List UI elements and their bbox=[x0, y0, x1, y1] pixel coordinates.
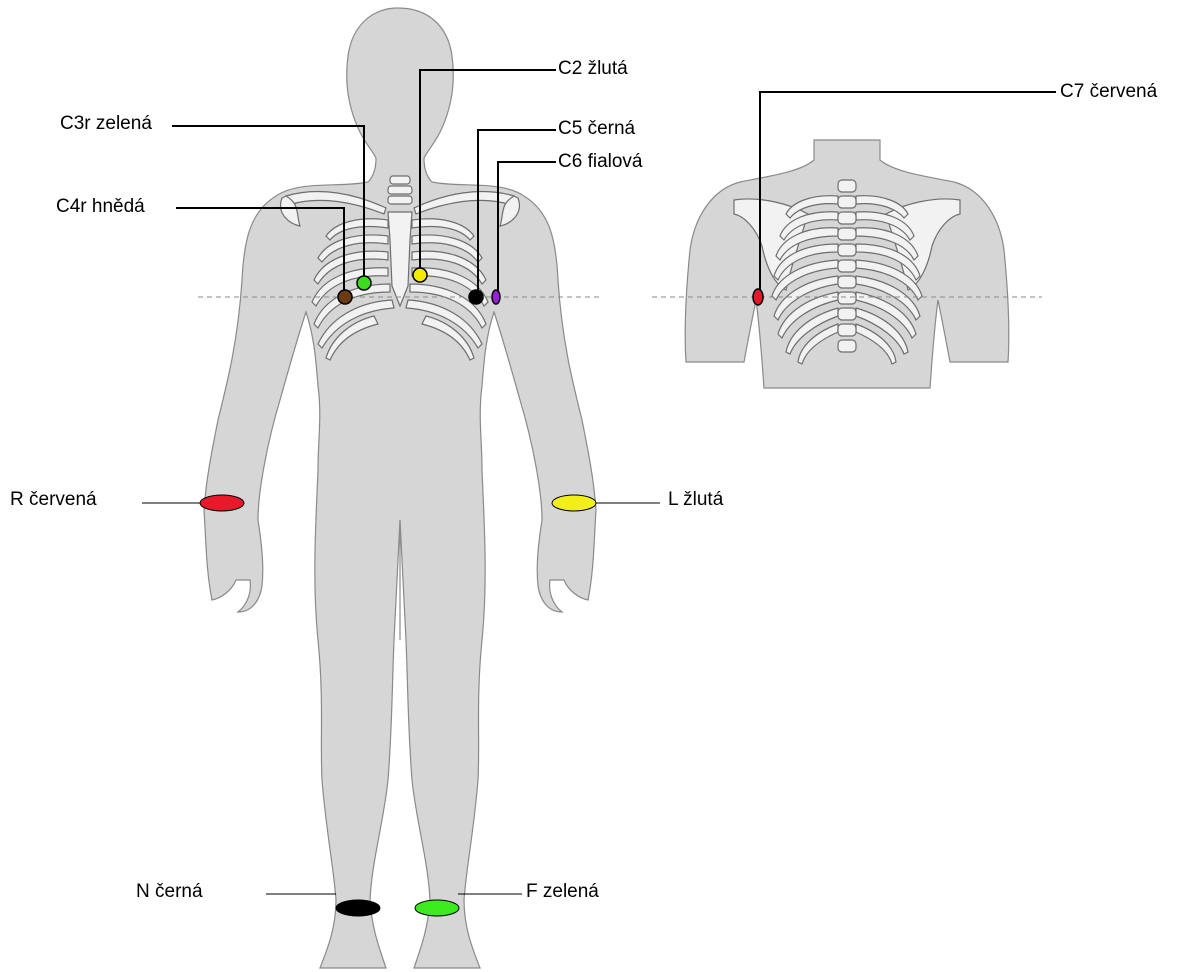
electrode-c4r bbox=[338, 290, 352, 304]
electrode-c5 bbox=[469, 290, 483, 304]
label-c5: C5 černá bbox=[558, 118, 635, 140]
label-r: R červená bbox=[10, 489, 97, 511]
electrode-c2 bbox=[413, 268, 427, 282]
label-l: L žlutá bbox=[668, 489, 723, 511]
cervical-vertebra-2 bbox=[388, 186, 412, 194]
vertebra-5 bbox=[838, 244, 856, 256]
band-f bbox=[415, 900, 459, 916]
label-f: F zelená bbox=[526, 881, 599, 903]
vertebra-7 bbox=[838, 276, 856, 288]
vertebra-8 bbox=[838, 292, 856, 304]
electrode-c3r bbox=[357, 276, 371, 290]
cervical-vertebra-3 bbox=[388, 196, 412, 204]
vertebra-4 bbox=[838, 228, 856, 240]
vertebra-11 bbox=[838, 340, 856, 352]
band-l bbox=[552, 495, 596, 511]
vertebra-2 bbox=[838, 196, 856, 208]
label-c7: C7 červená bbox=[1060, 81, 1157, 103]
label-c3r: C3r zelená bbox=[60, 113, 152, 135]
label-c4r: C4r hnědá bbox=[56, 196, 145, 218]
vertebra-10 bbox=[838, 324, 856, 336]
vertebra-6 bbox=[838, 260, 856, 272]
cervical-vertebra-1 bbox=[390, 176, 410, 184]
front-body-figure bbox=[204, 8, 596, 968]
vertebra-3 bbox=[838, 212, 856, 224]
label-n: N černá bbox=[136, 881, 203, 903]
band-n bbox=[336, 900, 380, 916]
band-r bbox=[200, 495, 244, 511]
electrode-c6 bbox=[492, 290, 500, 304]
label-c6: C6 fialová bbox=[558, 151, 643, 173]
electrode-c7 bbox=[753, 289, 763, 305]
vertebra-9 bbox=[838, 308, 856, 320]
back-body-figure bbox=[685, 140, 1009, 388]
front-body-silhouette bbox=[204, 8, 596, 968]
label-c2: C2 žlutá bbox=[558, 58, 628, 80]
vertebra-1 bbox=[838, 180, 856, 192]
